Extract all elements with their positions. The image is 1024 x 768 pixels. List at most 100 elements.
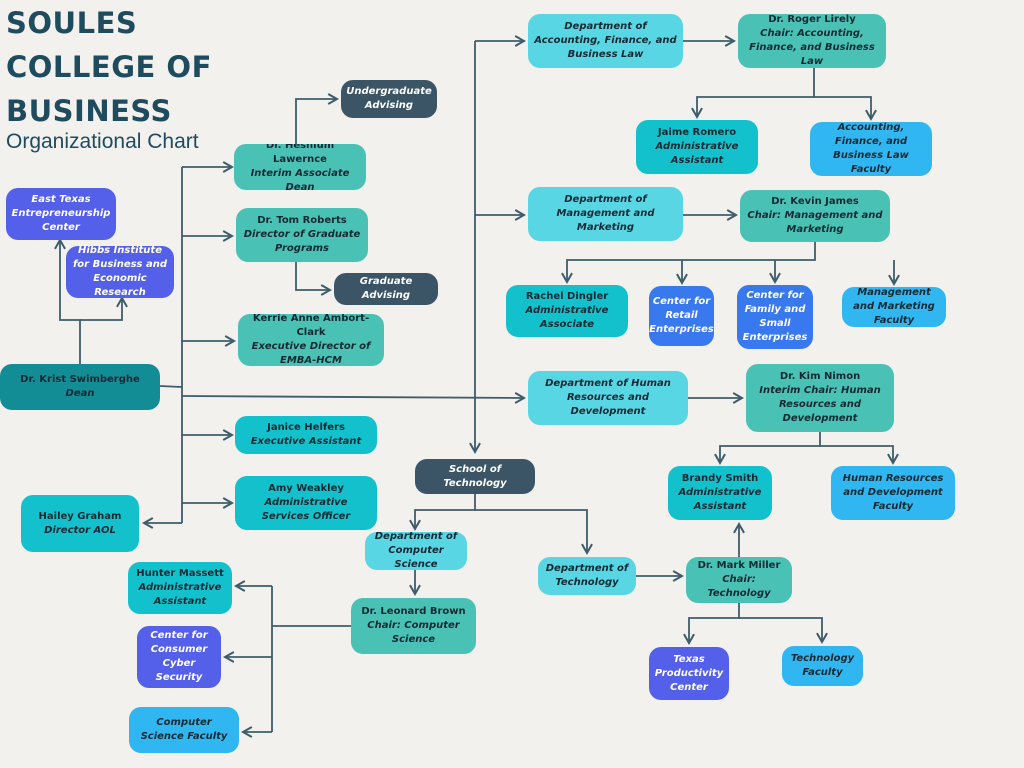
node-role: Administrative Assistant (678, 487, 762, 512)
connector-28 (475, 509, 593, 556)
connector-27 (409, 494, 476, 532)
node-name: Undergraduate Advising (346, 86, 432, 111)
node-ug-advising: Undergraduate Advising (341, 80, 437, 118)
node-dept-afbl: Department of Accounting, Finance, and B… (528, 14, 683, 68)
connector-25 (714, 432, 821, 466)
title-line-2: COLLEGE OF (6, 50, 212, 84)
node-dept-tech: Department of Technology (538, 557, 636, 595)
node-role: Executive Director of EMBA-HCM (251, 341, 371, 366)
connector-0 (54, 237, 81, 364)
node-cs-faculty: Computer Science Faculty (129, 707, 239, 753)
connector-12 (181, 392, 527, 404)
connector-10 (295, 93, 340, 144)
node-name: Rachel Dingler (525, 291, 609, 302)
connector-2 (159, 385, 183, 388)
title-line-1: SOULES (6, 6, 138, 40)
node-role: Administrative Services Officer (261, 497, 351, 522)
connector-11 (295, 262, 333, 296)
title-line-3: BUSINESS (6, 94, 172, 128)
connector-lines (54, 35, 900, 738)
node-name: Center for Family and Small Enterprises (742, 290, 808, 343)
node-east-texas: East Texas Entrepreneurship Center (6, 188, 116, 240)
node-role: Chair: Technology (707, 574, 771, 599)
node-role: Chair: Computer Science (367, 620, 460, 645)
node-role: Chair: Management and Marketing (747, 210, 883, 235)
node-name: Department of Management and Marketing (556, 194, 655, 233)
node-name: Graduate Advising (359, 276, 413, 301)
node-name: Dr. Leonard Brown (361, 606, 466, 617)
node-name: Department of Technology (545, 563, 629, 588)
connector-20 (814, 96, 877, 122)
node-family: Center for Family and Small Enterprises (737, 285, 813, 349)
node-name: Janice Helfers (267, 422, 345, 433)
node-name: Department of Computer Science (374, 532, 458, 570)
node-dept-cs: Department of Computer Science (365, 532, 467, 570)
node-afbl-faculty: Accounting, Finance, and Business Law Fa… (810, 122, 932, 176)
node-hibbs: Hibbs Institute for Business and Economi… (66, 246, 174, 298)
node-dept-mm: Department of Management and Marketing (528, 187, 683, 241)
node-name: Accounting, Finance, and Business Law Fa… (833, 122, 909, 175)
node-role: Director of Graduate Programs (243, 229, 361, 254)
node-role: Dean (65, 388, 95, 399)
node-name: Dr. Kevin James (771, 196, 859, 207)
subtitle: Organizational Chart (6, 130, 199, 153)
node-name: Jaime Romero (657, 127, 737, 138)
node-name: Department of Accounting, Finance, and B… (534, 21, 677, 60)
node-dept-hrd: Department of Human Resources and Develo… (528, 371, 688, 425)
node-name: Dr. Heshium Lawernce (265, 144, 335, 165)
node-name: Computer Science Faculty (140, 717, 228, 742)
node-name: Human Resources and Development Faculty (842, 473, 944, 512)
node-name: East Texas Entrepreneurship Center (11, 194, 111, 233)
node-role: Administrative Assistant (655, 141, 739, 166)
node-name: Dr. Kim Nimon (779, 371, 861, 382)
node-name: Management and Marketing Faculty (853, 287, 935, 326)
connector-21 (561, 242, 816, 285)
node-name: Dr. Mark Miller (697, 560, 781, 571)
node-name: Hailey Graham (38, 510, 122, 522)
node-name: Dr. Tom Roberts (257, 215, 347, 226)
node-name: Texas Productivity Center (654, 653, 724, 693)
node-name: Hunter Massett (136, 568, 224, 579)
node-role: Director AOL (44, 524, 116, 536)
node-role: Interim Chair: Human Resources and Devel… (759, 385, 881, 424)
node-cyber: Center for Consumer Cyber Security (137, 626, 221, 688)
node-role: Administrative Assistant (138, 582, 222, 607)
node-role: Administrative Associate (525, 305, 609, 330)
node-name: Center for Retail Enterprises (649, 296, 714, 335)
node-name: Brandy Smith (681, 473, 759, 484)
node-grad-advising: Graduate Advising (334, 273, 438, 305)
node-role: Chair: Accounting, Finance, and Business… (749, 28, 875, 67)
node-name: Amy Weakley (268, 483, 344, 494)
node-mm-faculty: Management and Marketing Faculty (842, 287, 946, 327)
node-name: Kerrie Anne Ambort-Clark (252, 314, 370, 338)
node-hrd-faculty: Human Resources and Development Faculty (831, 466, 955, 520)
node-texas-prod: Texas Productivity Center (649, 647, 729, 700)
connector-37 (683, 603, 740, 646)
node-tech-faculty: Technology Faculty (782, 646, 863, 686)
node-name: Dr. Krist Swimberghe (20, 374, 140, 385)
node-name: Hibbs Institute for Business and Economi… (72, 246, 168, 298)
connector-19 (691, 68, 815, 120)
node-role: Interim Associate Dean (250, 168, 350, 190)
node-role: Executive Assistant (250, 436, 362, 447)
node-name: Technology Faculty (790, 653, 855, 678)
connector-38 (739, 617, 828, 645)
node-name: School of Technology (443, 463, 507, 489)
node-name: Department of Human Resources and Develo… (545, 378, 671, 417)
node-school-tech: School of Technology (415, 459, 535, 494)
